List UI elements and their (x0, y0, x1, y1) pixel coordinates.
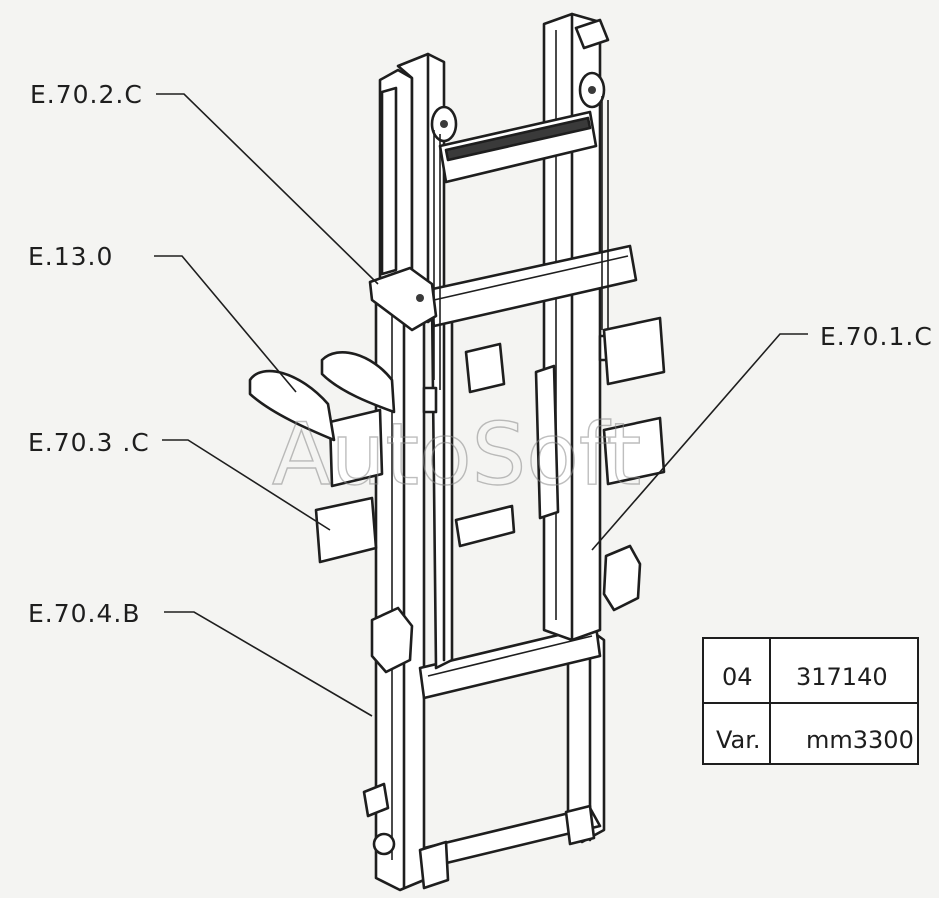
chain-pulley-left (430, 105, 458, 143)
callout-e70-3-c: E.70.3 .C (28, 428, 150, 457)
inner-mast-middle-crossbar (426, 244, 638, 328)
chain-pulley-right (578, 71, 606, 109)
fork-tines-e13-0 (248, 351, 396, 442)
title-block-row2-key: Var. (716, 726, 761, 754)
callout-e70-1-c: E.70.1.C (820, 322, 933, 351)
fork-carriage-e70-3-c (314, 316, 666, 564)
callout-leader-lines (154, 93, 808, 717)
roller-brackets-e70-4-b (362, 544, 642, 856)
callout-e13-0: E.13.0 (28, 242, 113, 271)
callout-e70-4-b: E.70.4.B (28, 599, 141, 628)
outer-mast-bottom-crossbar (418, 804, 602, 890)
outer-mast-crossbar (418, 624, 602, 700)
inner-mast-right-rail (542, 12, 610, 642)
title-block-row2-value: mm3300 (806, 726, 914, 754)
callout-e70-2-c: E.70.2.C (30, 80, 143, 109)
title-block-row1-key: 04 (722, 663, 753, 691)
watermark-logo: AutoSoft (272, 405, 641, 505)
inner-mast-top-crossbar (438, 110, 598, 184)
title-block-table: 04 317140 Var. mm3300 (702, 637, 919, 765)
lift-cylinder-e70-2-c (368, 86, 438, 332)
title-block-row1-value: 317140 (796, 663, 888, 691)
